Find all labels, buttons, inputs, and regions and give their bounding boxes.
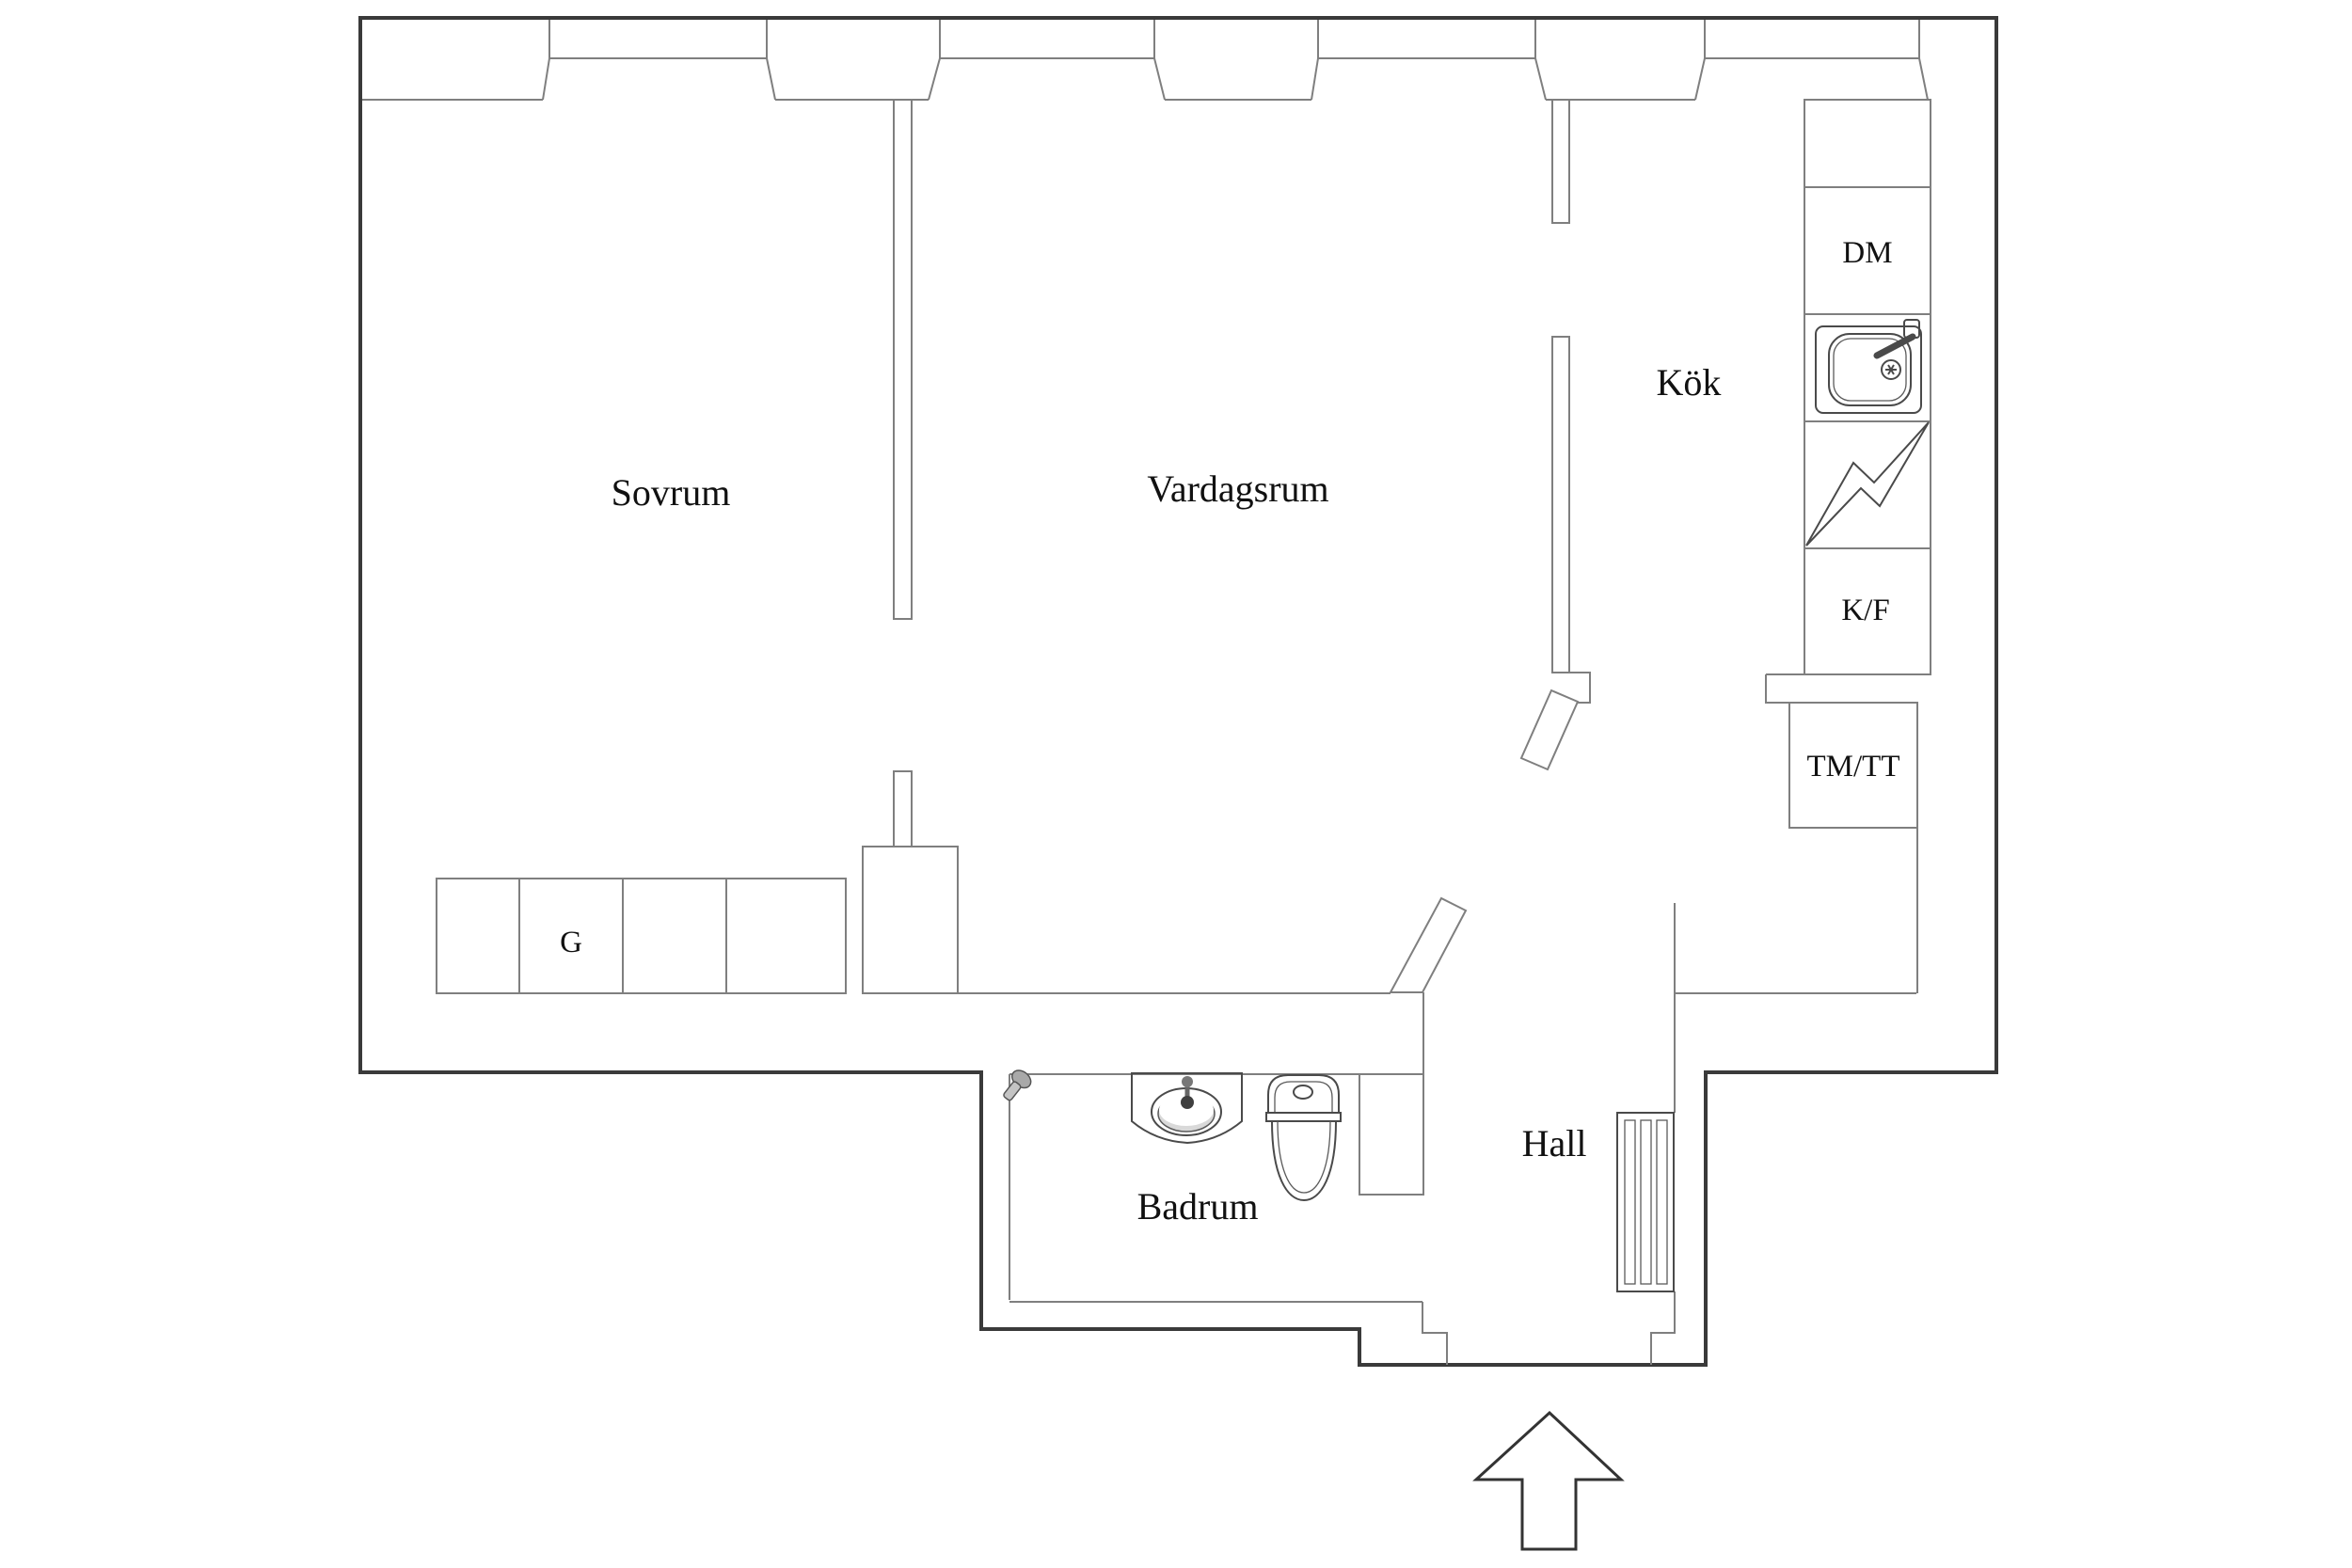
toilet-icon bbox=[1265, 1074, 1342, 1202]
inner-walls bbox=[362, 99, 1918, 1365]
bathroom-sink-icon bbox=[1131, 1072, 1243, 1145]
kitchen-sink-icon bbox=[1815, 319, 1922, 414]
entry-arrow-icon bbox=[1472, 1410, 1625, 1551]
window-bay bbox=[1694, 20, 1929, 101]
appliance-label-washer-dryer: TM/TT bbox=[1807, 750, 1900, 784]
window-bay bbox=[928, 20, 1166, 101]
room-label-hall: Hall bbox=[1522, 1122, 1587, 1164]
room-label-vardagsrum: Vardagsrum bbox=[1147, 467, 1328, 510]
door-leaf-icon bbox=[1519, 689, 1580, 771]
radiator-icon bbox=[1616, 1112, 1675, 1292]
stove-icon bbox=[1805, 421, 1930, 546]
window-bay bbox=[542, 20, 776, 101]
room-label-kok: Kök bbox=[1657, 361, 1722, 404]
room-label-sovrum: Sovrum bbox=[612, 471, 731, 514]
room-label-badrum: Badrum bbox=[1137, 1185, 1259, 1227]
kitchen-cabinet-column bbox=[1804, 99, 1931, 675]
shower-icon bbox=[1003, 1069, 1032, 1101]
wardrobe-row bbox=[436, 878, 847, 994]
outer-walls bbox=[358, 16, 1998, 1367]
window-bay bbox=[1311, 20, 1547, 101]
window-bays bbox=[542, 20, 1929, 101]
appliance-label-fridge-freezer: K/F bbox=[1841, 594, 1889, 627]
appliance-label-dishwasher: DM bbox=[1842, 236, 1892, 270]
appliance-label-wardrobe: G bbox=[560, 926, 582, 959]
washer-box bbox=[1788, 702, 1918, 829]
